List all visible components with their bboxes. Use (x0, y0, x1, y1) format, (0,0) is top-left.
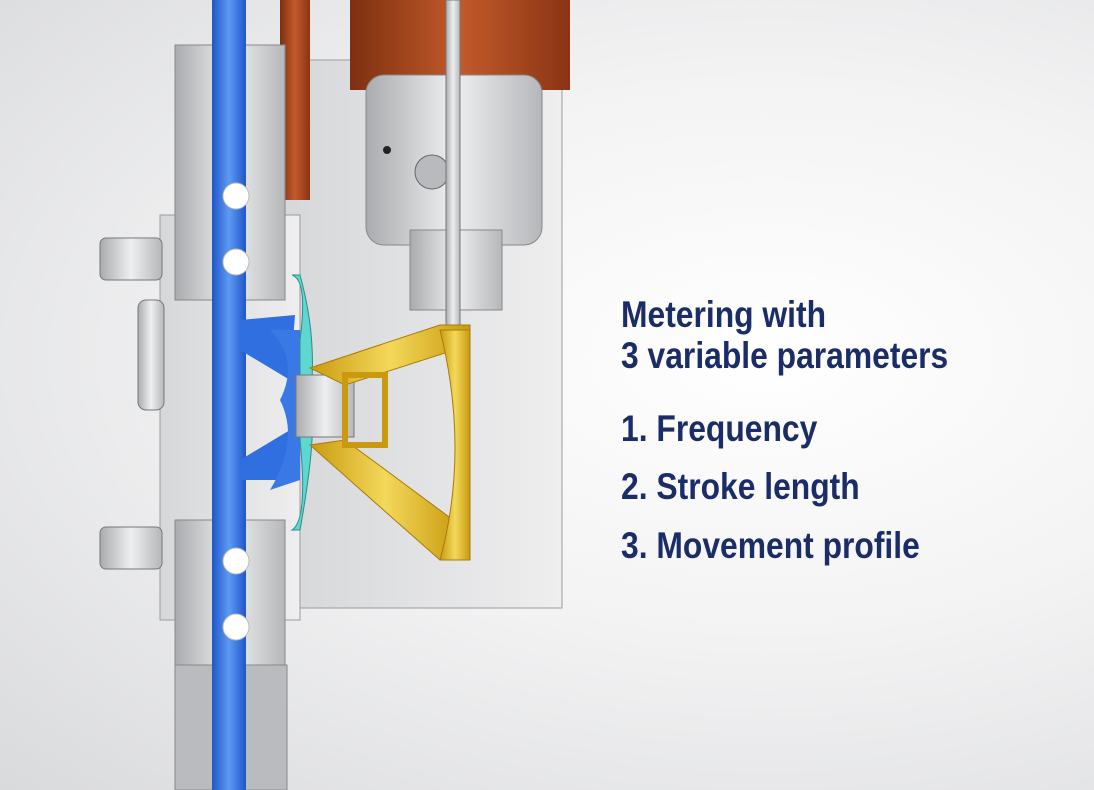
parameter-movement-profile: 3. Movement profile (621, 525, 920, 566)
parameter-frequency: 1. Frequency (621, 408, 818, 449)
bolts (99, 237, 165, 570)
fluid-path (212, 0, 300, 790)
parameter-stroke-length: 2. Stroke length (621, 466, 860, 507)
solenoid-coil (280, 0, 570, 331)
heading-line-2: 3 variable parameters (621, 335, 949, 376)
stroke-linkage (308, 324, 471, 561)
heading-line-1: Metering with (621, 294, 827, 335)
